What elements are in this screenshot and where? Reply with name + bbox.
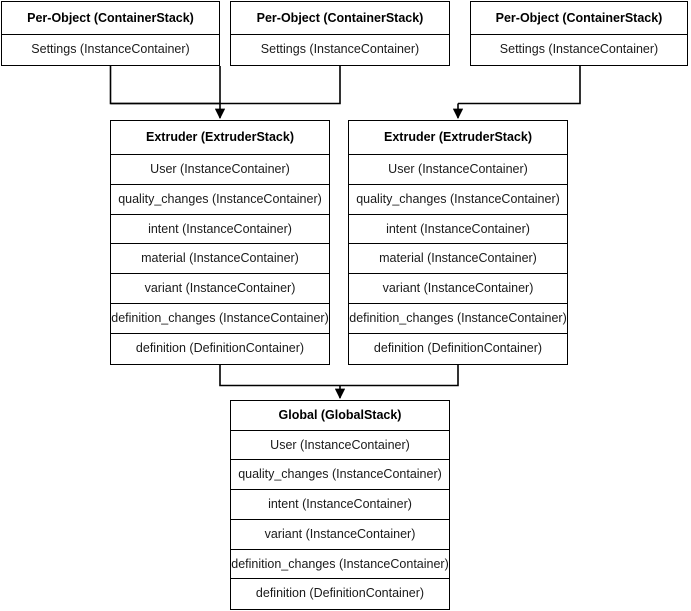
node-extruder-1[interactable]: Extruder (ExtruderStack) User (InstanceC… bbox=[110, 120, 330, 365]
node-row-definition-changes: definition_changes (InstanceContainer) bbox=[111, 304, 329, 335]
node-row-variant: variant (InstanceContainer) bbox=[111, 274, 329, 305]
node-row-material: material (InstanceContainer) bbox=[111, 244, 329, 275]
edge-extruder2-to-global bbox=[340, 365, 459, 387]
node-header: Per-Object (ContainerStack) bbox=[471, 2, 687, 36]
node-row-material: material (InstanceContainer) bbox=[349, 244, 567, 275]
node-per-object-1[interactable]: Per-Object (ContainerStack) Settings (In… bbox=[1, 1, 220, 66]
node-row-intent: intent (InstanceContainer) bbox=[349, 215, 567, 245]
node-row-variant: variant (InstanceContainer) bbox=[231, 520, 449, 550]
node-row-variant: variant (InstanceContainer) bbox=[349, 274, 567, 305]
node-row-definition: definition (DefinitionContainer) bbox=[373, 341, 543, 356]
node-header: Global (GlobalStack) bbox=[231, 401, 449, 431]
node-global[interactable]: Global (GlobalStack) User (InstanceConta… bbox=[230, 400, 450, 610]
node-row-user: User (InstanceContainer) bbox=[349, 155, 567, 185]
node-header: Extruder (ExtruderStack) bbox=[111, 121, 329, 155]
node-row-definition-changes: definition_changes (InstanceContainer) bbox=[349, 304, 567, 335]
node-row-quality-changes: quality_changes (InstanceContainer) bbox=[231, 460, 449, 491]
node-per-object-2[interactable]: Per-Object (ContainerStack) Settings (In… bbox=[230, 1, 450, 66]
node-row-settings: Settings (InstanceContainer) bbox=[499, 42, 659, 57]
node-row-settings: Settings (InstanceContainer) bbox=[31, 42, 190, 57]
node-row-intent: intent (InstanceContainer) bbox=[231, 490, 449, 520]
node-header: Per-Object (ContainerStack) bbox=[2, 2, 219, 36]
node-row-definition: definition (DefinitionContainer) bbox=[255, 586, 425, 601]
edge-perobject2-to-extruder1 bbox=[110, 66, 341, 105]
edge-perobject1-to-extruder1 bbox=[109, 66, 220, 105]
node-row-settings: Settings (InstanceContainer) bbox=[260, 42, 420, 57]
node-extruder-2[interactable]: Extruder (ExtruderStack) User (InstanceC… bbox=[348, 120, 568, 365]
edge-perobject3-to-extruder2 bbox=[458, 66, 581, 105]
node-header: Per-Object (ContainerStack) bbox=[231, 2, 449, 36]
edge-extruder1-to-global bbox=[219, 365, 340, 387]
node-row-quality-changes: quality_changes (InstanceContainer) bbox=[349, 185, 567, 215]
node-per-object-3[interactable]: Per-Object (ContainerStack) Settings (In… bbox=[470, 1, 688, 66]
node-row-intent: intent (InstanceContainer) bbox=[111, 215, 329, 245]
node-row-definition: definition (DefinitionContainer) bbox=[135, 341, 305, 356]
node-row-user: User (InstanceContainer) bbox=[111, 155, 329, 185]
node-header: Extruder (ExtruderStack) bbox=[349, 121, 567, 155]
node-row-quality-changes: quality_changes (InstanceContainer) bbox=[111, 185, 329, 215]
node-row-user: User (InstanceContainer) bbox=[231, 431, 449, 461]
node-row-definition-changes: definition_changes (InstanceContainer) bbox=[231, 550, 449, 580]
